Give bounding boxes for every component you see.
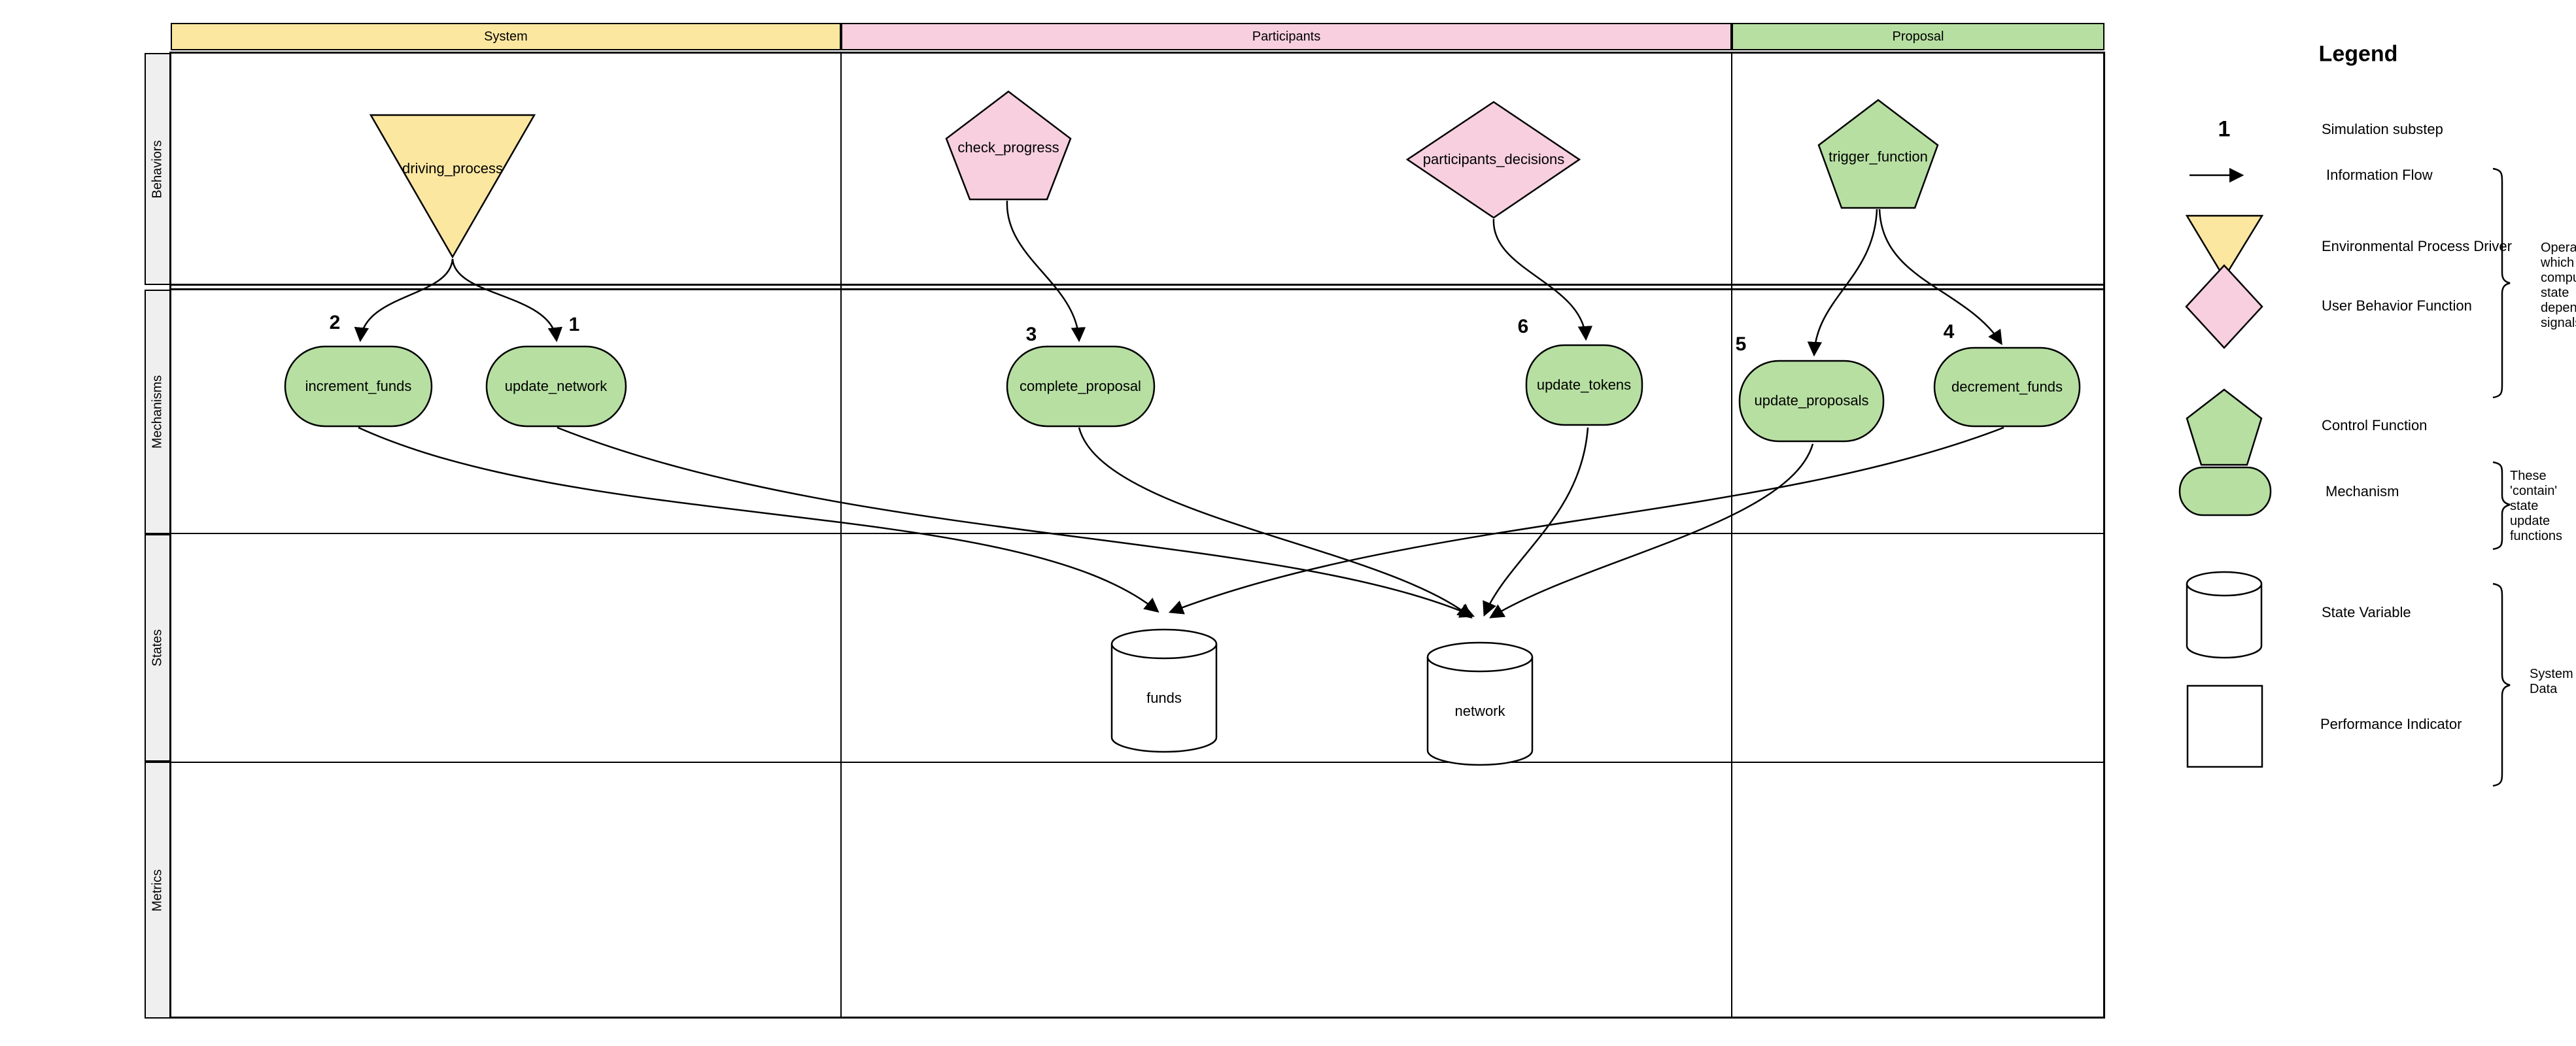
grid-vline-2 <box>1731 52 1732 1019</box>
legend-annotation-operators: Operators which compute state dependent … <box>2541 241 2576 330</box>
edge-update_tokens-network[interactable] <box>1483 427 1589 617</box>
legend-label-mechanism-control-function: Control Function <box>2322 417 2428 433</box>
node-update-network-label: update_network <box>504 378 608 394</box>
node-update-proposals-shape[interactable] <box>1738 360 1885 443</box>
node-update-tokens-shape[interactable] <box>1525 344 1643 426</box>
edge-participants_decisions-update_tokens[interactable] <box>1492 218 1593 341</box>
edge-increment_funds-funds[interactable] <box>358 426 1159 613</box>
node-decrement-funds-label: decrement_funds <box>1951 379 2063 395</box>
legend-environmental-process-driver-icon <box>2185 214 2264 280</box>
legend-label-simulation-substep: Simulation substep <box>2322 121 2443 137</box>
row-label-mechanisms: Mechanisms <box>145 290 171 534</box>
node-trigger-function-label: trigger_function <box>1829 148 1928 165</box>
header-label-system: System <box>484 29 528 44</box>
edge-driving_process-update_network[interactable] <box>451 258 563 343</box>
legend-label-environmental-process-driver: Environmental Process Driver <box>2322 238 2512 254</box>
edge-trigger_function-update_proposals[interactable] <box>1807 209 1878 357</box>
legend-brace-operators <box>2492 167 2511 399</box>
grid-bottom-line <box>171 1017 2105 1019</box>
node-network-shape[interactable] <box>1426 641 1534 766</box>
header-cell-system: System <box>171 23 841 50</box>
edge-update_network-network[interactable] <box>557 426 1475 618</box>
grid-hline-behaviors-a <box>171 284 2105 286</box>
legend-mechanism-icon <box>2178 466 2272 516</box>
legend-substep-number-icon: 1 <box>2218 116 2231 142</box>
edge-complete_proposal-network[interactable] <box>1078 427 1473 619</box>
legend-title: Legend <box>2318 41 2398 67</box>
grid-right-line <box>2103 52 2105 1019</box>
legend-label-user-behavior-function: User Behavior Function <box>2322 297 2472 314</box>
legend-annotation-system-data: System Data <box>2530 667 2573 696</box>
legend-label-mechanism: Mechanism <box>2326 483 2399 499</box>
node-update-proposals-label: update_proposals <box>1754 392 1869 409</box>
node-complete-proposal-shape[interactable] <box>1006 345 1156 428</box>
node-driving-process-label: driving_process <box>402 160 504 177</box>
header-label-proposal: Proposal <box>1892 29 1944 44</box>
node-update-tokens-label: update_tokens <box>1536 377 1632 393</box>
legend-label-information-flow: Information Flow <box>2326 167 2433 183</box>
node-network-label: network <box>1454 703 1505 719</box>
substep-number-update-proposals: 5 <box>1735 333 1747 355</box>
grid-top-line <box>171 52 2105 54</box>
header-cell-proposal: Proposal <box>1732 23 2104 50</box>
node-increment-funds-label: increment_funds <box>305 378 412 394</box>
substep-number-update-tokens: 6 <box>1517 316 1529 337</box>
legend-user-behavior-function-icon <box>2185 264 2263 349</box>
legend-state-variable-icon <box>2186 571 2263 659</box>
header-cell-participants: Participants <box>841 23 1732 50</box>
node-update-network-shape[interactable] <box>485 345 627 428</box>
substep-number-increment-funds: 2 <box>329 312 341 333</box>
legend-brace-mechanism <box>2492 461 2511 550</box>
legend-label-state-variable: State Variable <box>2322 604 2411 620</box>
node-participants-decisions-shape[interactable] <box>1405 101 1581 219</box>
node-check-progress-label: check_progress <box>957 139 1059 156</box>
node-check-progress-shape[interactable] <box>945 90 1072 201</box>
node-trigger-function-shape[interactable] <box>1817 99 1939 209</box>
node-increment-funds-shape[interactable] <box>284 345 433 428</box>
substep-number-complete-proposal: 3 <box>1025 324 1037 345</box>
node-decrement-funds-shape[interactable] <box>1933 346 2081 428</box>
edge-check_progress-complete_proposal[interactable] <box>1006 200 1086 343</box>
grid-hline-mechanisms <box>171 533 2105 534</box>
edge-decrement_funds-funds[interactable] <box>1168 426 2004 615</box>
node-complete-proposal-label: complete_proposal <box>1020 378 1141 394</box>
legend-annotation-contain-state-update: These 'contain' state update functions <box>2510 469 2563 543</box>
node-participants-decisions-label: participants_decisions <box>1422 151 1565 167</box>
node-funds-label: funds <box>1146 690 1182 706</box>
legend-control-function-icon <box>2186 388 2263 466</box>
substep-number-update-network: 1 <box>568 314 580 335</box>
edge-update_proposals-network[interactable] <box>1489 443 1814 618</box>
node-funds-shape[interactable] <box>1110 628 1218 753</box>
legend-brace-system-data <box>2492 582 2511 787</box>
legend-performance-indicator-icon <box>2186 684 2263 768</box>
grid-hline-behaviors-b <box>171 288 2105 290</box>
node-driving-process-shape[interactable] <box>369 114 536 259</box>
grid-hline-states <box>171 762 2105 763</box>
legend-label-performance-indicator: Performance Indicator <box>2320 716 2462 732</box>
header-label-participants: Participants <box>1252 29 1321 44</box>
grid-vline-1 <box>840 52 842 1019</box>
edge-trigger_function-decrement_funds[interactable] <box>1878 209 2002 345</box>
edge-driving_process-increment_funds[interactable] <box>354 258 454 343</box>
grid-left-line <box>169 52 171 1019</box>
substep-number-decrement-funds: 4 <box>1943 321 1955 343</box>
